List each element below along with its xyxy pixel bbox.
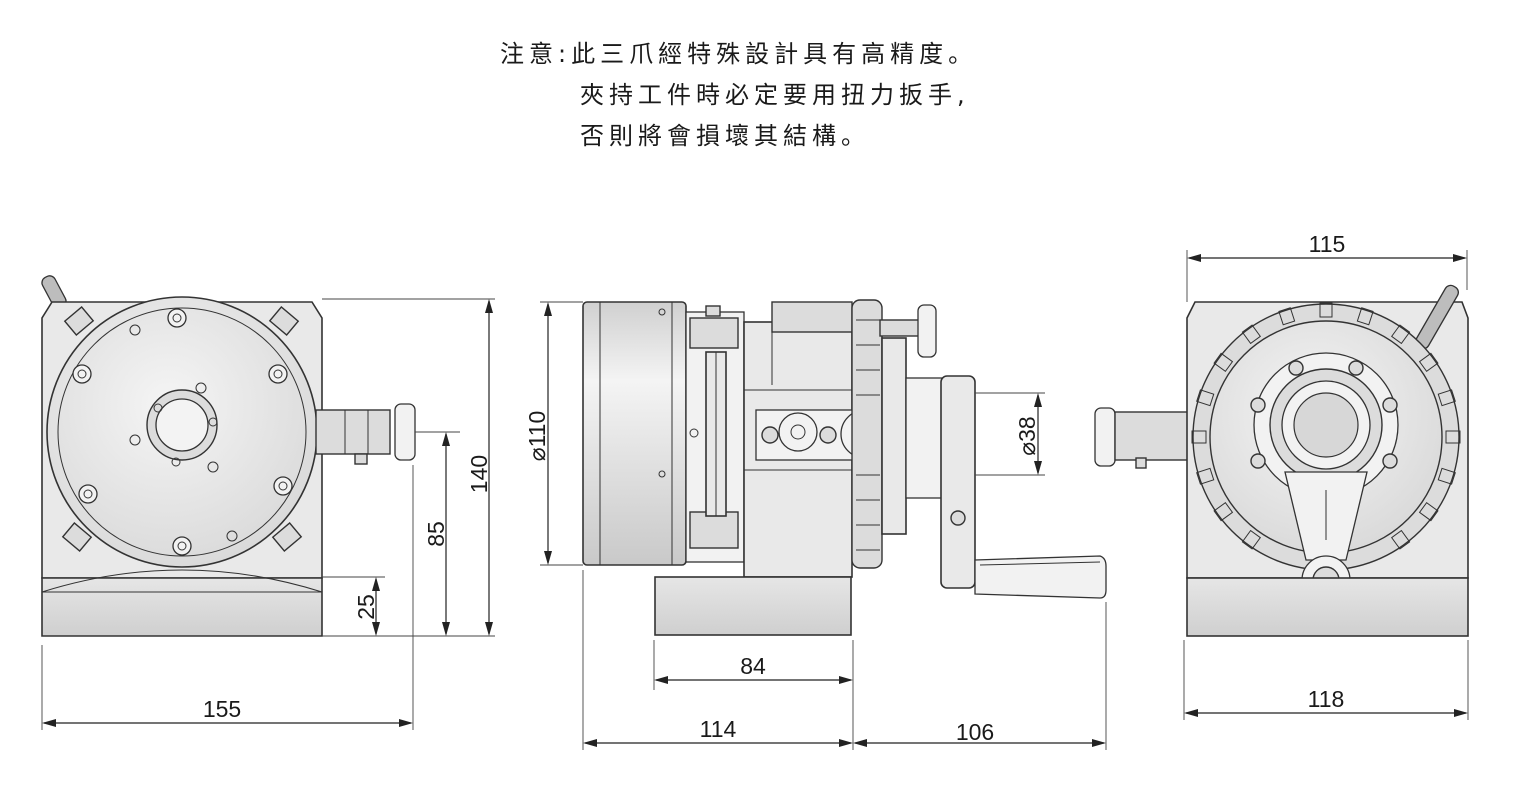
front-view-dimensions: 140 85 25 155 bbox=[41, 298, 495, 730]
faceplate-cylinder bbox=[582, 301, 687, 566]
note-line-1: 注意:此三爪經特殊設計具有高精度。 bbox=[500, 40, 978, 68]
corner-block bbox=[268, 306, 300, 336]
dim-base-height: 25 bbox=[353, 594, 379, 620]
dim-center-height: 85 bbox=[423, 521, 449, 547]
rear-base bbox=[1186, 577, 1469, 637]
rear-side-knob bbox=[1094, 407, 1192, 469]
rear-bolts bbox=[1250, 360, 1398, 469]
corner-block bbox=[63, 306, 95, 336]
index-ring bbox=[851, 299, 883, 569]
dim-top-width: 115 bbox=[1309, 231, 1346, 257]
rear-hub bbox=[881, 337, 907, 535]
crank-grip bbox=[974, 555, 1107, 599]
rear-view-dimensions: 115 118 bbox=[1183, 231, 1469, 720]
caution-note: 注意:此三爪經特殊設計具有高精度。 夾持工件時必定要用扭力扳手, 否則將會損壞其… bbox=[500, 34, 977, 157]
side-stop-knob bbox=[315, 403, 416, 465]
side-view bbox=[582, 299, 1107, 636]
center-bore bbox=[155, 398, 209, 452]
faceplate-bolts bbox=[72, 308, 293, 556]
corner-block bbox=[61, 522, 93, 552]
dim-base-width: 118 bbox=[1308, 686, 1345, 712]
faceplate-ring bbox=[57, 307, 307, 557]
dim-overall-width: 155 bbox=[203, 696, 241, 722]
note-line-2: 夾持工件時必定要用扭力扳手, bbox=[580, 81, 970, 109]
front-view bbox=[41, 275, 416, 637]
corner-block bbox=[271, 522, 303, 552]
dim-body-length: 114 bbox=[700, 716, 737, 742]
dim-bore-diameter: ⌀38 bbox=[1014, 416, 1040, 455]
side-view-dimensions: ⌀110 ⌀38 84 114 106 bbox=[524, 301, 1107, 750]
lock-knob bbox=[778, 412, 818, 452]
dim-base-length: 84 bbox=[740, 653, 766, 679]
top-knob bbox=[917, 304, 937, 358]
crank-arm bbox=[940, 375, 976, 589]
rear-view bbox=[1094, 284, 1469, 637]
dim-faceplate-diameter: ⌀110 bbox=[524, 411, 550, 462]
base-block bbox=[41, 577, 323, 637]
dim-handle-length: 106 bbox=[956, 719, 994, 745]
side-base bbox=[654, 576, 852, 636]
note-line-3: 否則將會損壞其結構。 bbox=[580, 122, 870, 150]
ring-notches bbox=[1191, 302, 1461, 550]
dim-height-total: 140 bbox=[466, 455, 492, 493]
